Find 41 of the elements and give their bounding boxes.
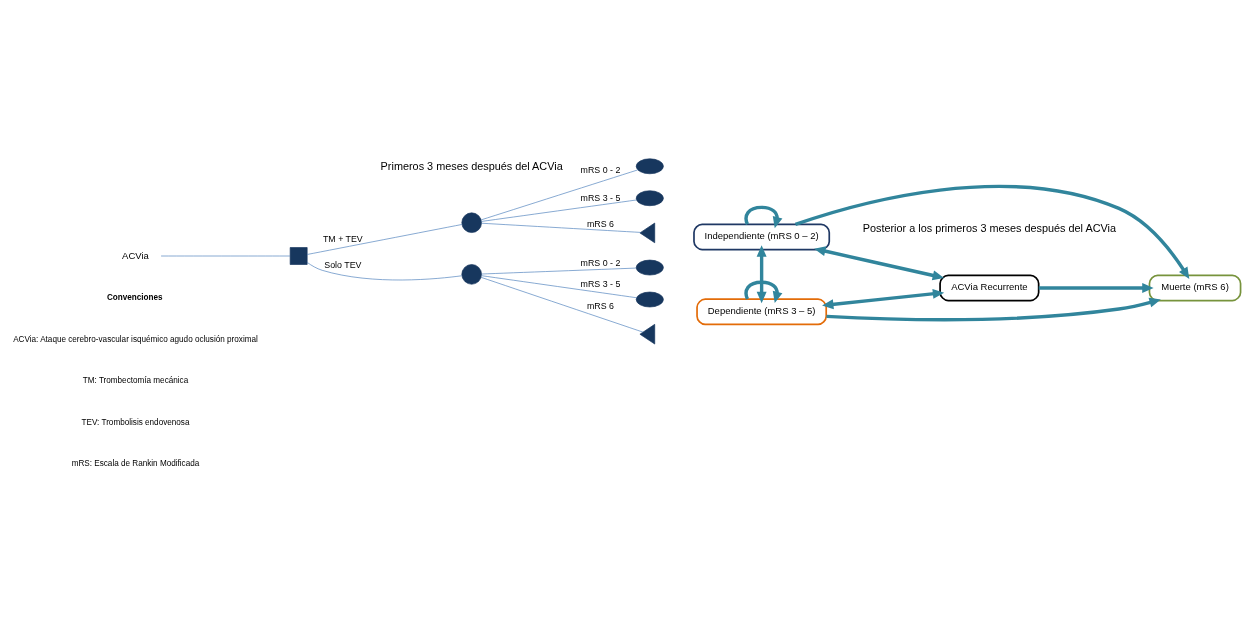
connector: [481, 222, 641, 233]
edge-label: mRS 0 - 2: [580, 257, 621, 268]
edge-label: mRS 6: [587, 218, 614, 229]
node-text: ACVia: [122, 249, 149, 261]
edge-label: TM + TEV: [322, 233, 363, 244]
node-ellipse: [635, 189, 664, 206]
connector: [481, 267, 637, 274]
node-box: [289, 246, 308, 265]
node-box: Independiente (mRS 0 – 2): [693, 223, 831, 250]
connector: [481, 169, 638, 220]
arrow: [794, 184, 1190, 279]
arrow: [744, 280, 783, 303]
node-ellipse: [635, 291, 664, 307]
arrow: [826, 297, 1161, 321]
edge-label: mRS 6: [587, 300, 614, 311]
node-triangle: [639, 222, 656, 243]
edge-label: mRS 3 - 5: [580, 278, 621, 289]
edge-label: mRS 0 - 2: [580, 164, 621, 175]
connector: [481, 274, 637, 298]
arrow: [756, 244, 767, 303]
arrow: [822, 288, 945, 309]
label: Posterior a los primeros 3 meses después del ACVia: [862, 221, 1117, 234]
connector: [306, 261, 463, 280]
node-triangle: [639, 323, 656, 344]
connector: [306, 223, 463, 255]
node-box: Dependiente (mRS 3 – 5): [696, 297, 828, 325]
node-box: Muerte (mRS 6): [1148, 274, 1242, 301]
edge-label: Solo TEV: [324, 259, 362, 270]
node-ellipse: [635, 157, 664, 174]
arrow: [744, 205, 783, 228]
node-ellipse: [635, 259, 664, 275]
arrow: [814, 245, 945, 280]
connector: [481, 199, 637, 222]
edge-label: mRS 3 - 5: [580, 192, 621, 203]
arrow: [1038, 282, 1154, 293]
node-box: ACVia Recurrente: [939, 274, 1040, 301]
connector: [160, 255, 291, 256]
label: Primeros 3 meses después del ACVia: [380, 159, 563, 172]
node-circle: [461, 263, 482, 285]
connector: [480, 276, 644, 332]
node-circle: [461, 212, 482, 233]
